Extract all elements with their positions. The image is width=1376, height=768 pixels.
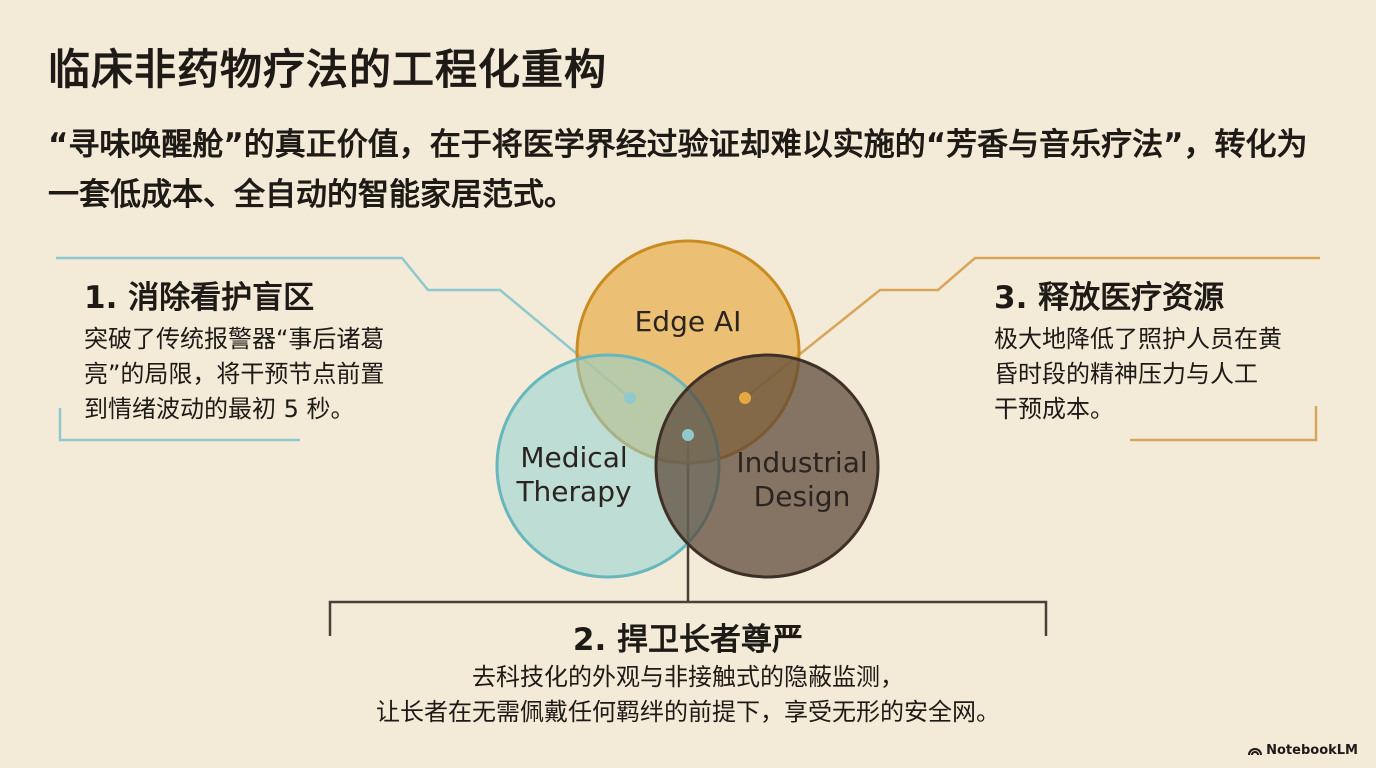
box-2-bracket	[328, 600, 1048, 636]
brand-watermark: NotebookLM	[1248, 743, 1358, 758]
box-3-line: 极大地降低了照护人员在黄	[994, 325, 1282, 353]
box-1-line: 到情绪波动的最初 5 秒。	[84, 395, 355, 423]
notebooklm-logo-icon	[1248, 747, 1263, 755]
box-2-heading: 2. 捍卫长者尊严	[572, 622, 804, 658]
box-3-line: 干预成本。	[994, 395, 1114, 423]
connector-line-1	[56, 256, 631, 399]
box-2-line: 去科技化的外观与非接触式的隐蔽监测，	[472, 663, 904, 691]
page-subtitle: “寻味唤醒舱”的真正价值，在于将医学界经过验证却难以实施的“芳香与音乐疗法”，转…	[48, 127, 1308, 213]
connector-dot-3	[739, 392, 751, 404]
box-3-heading: 3. 释放医疗资源	[994, 280, 1225, 316]
connector-line-3	[744, 256, 1320, 399]
box-1-body: 突破了传统报警器“事后诸葛 亮”的局限，将干预节点前置 到情绪波动的最初 5 秒…	[84, 322, 384, 427]
venn-circle-industrial-design	[654, 353, 880, 579]
venn-label-medical-therapy: Medical Therapy	[516, 441, 632, 508]
box-1-bracket	[58, 408, 300, 442]
box-1-line: 亮”的局限，将干预节点前置	[84, 360, 385, 388]
venn-label-edge-ai: Edge AI	[634, 305, 742, 338]
connector-dot-2	[682, 429, 694, 441]
box-2-line: 让长者在无需佩戴任何羁绊的前提下，享受无形的安全网。	[376, 698, 1000, 726]
box-3-bracket	[1130, 406, 1318, 442]
box-3-line: 昏时段的精神压力与人工	[994, 360, 1258, 388]
box-1-heading: 1. 消除看护盲区	[84, 280, 315, 316]
connector-dot-1	[624, 392, 636, 404]
box-2-body: 去科技化的外观与非接触式的隐蔽监测， 让长者在无需佩戴任何羁绊的前提下，享受无形…	[0, 660, 1376, 730]
brand-label: NotebookLM	[1266, 743, 1358, 758]
page-title: 临床非药物疗法的工程化重构	[48, 45, 608, 94]
box-1-line: 突破了传统报警器“事后诸葛	[84, 325, 385, 353]
box-3-body: 极大地降低了照护人员在黄 昏时段的精神压力与人工 干预成本。	[994, 322, 1282, 427]
venn-label-industrial-design: Industrial Design	[736, 446, 868, 513]
